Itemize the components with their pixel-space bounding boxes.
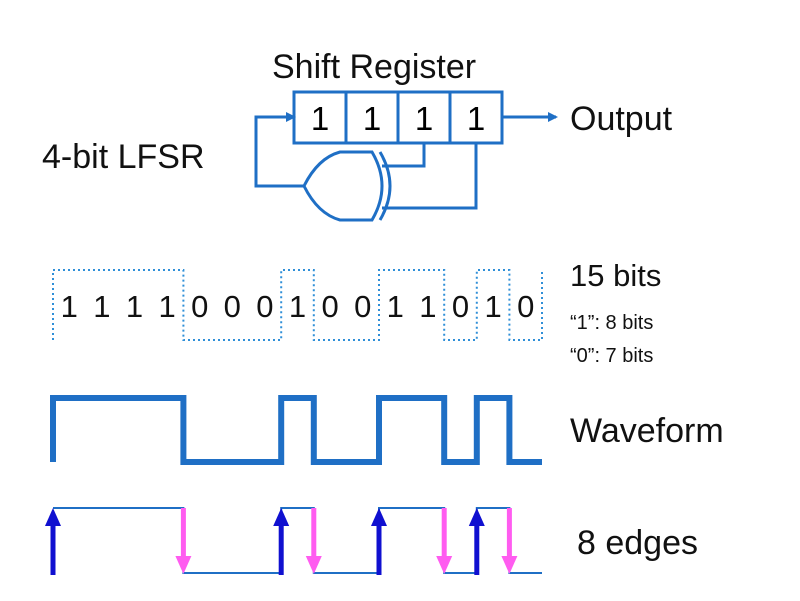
bit-value: 0 — [191, 289, 208, 324]
bit-value: 1 — [158, 289, 175, 324]
bit-value: 0 — [224, 289, 241, 324]
register-cell-0: 1 — [311, 100, 329, 137]
rising-edge-arrow-icon — [45, 508, 61, 575]
register-cell-1: 1 — [363, 100, 381, 137]
bit-value: 1 — [387, 289, 404, 324]
rising-edge-arrow-icon — [371, 508, 387, 575]
waveform-label: Waveform — [570, 412, 724, 450]
register-cell-3: 1 — [467, 100, 485, 137]
bit-value: 0 — [256, 289, 273, 324]
lfsr-label: 4-bit LFSR — [42, 138, 205, 176]
rising-edge-arrow-icon — [273, 508, 290, 575]
edge-arrows — [45, 508, 518, 575]
ones-count-label: “1”: 8 bits — [570, 312, 654, 334]
shift-register: 1 1 1 1 — [292, 90, 504, 145]
bit-value: 1 — [126, 289, 143, 324]
falling-edge-arrow-icon — [436, 508, 453, 574]
bit-value: 0 — [517, 289, 534, 324]
edge-trace — [53, 507, 542, 574]
bit-value: 1 — [289, 289, 306, 324]
xor-gate-icon — [302, 150, 392, 222]
bit-value: 0 — [354, 289, 371, 324]
bit-pattern-outline — [52, 269, 543, 341]
diagram-title: Shift Register — [272, 48, 477, 86]
bit-value: 0 — [452, 289, 469, 324]
falling-edge-arrow-icon — [501, 508, 518, 574]
bit-value: 1 — [484, 289, 501, 324]
bits-count-label: 15 bits — [570, 258, 662, 293]
bit-value: 1 — [93, 289, 110, 324]
edges-label: 8 edges — [577, 524, 698, 562]
bit-value: 0 — [321, 289, 338, 324]
falling-edge-arrow-icon — [175, 508, 192, 574]
bit-value: 1 — [61, 289, 78, 324]
zeros-count-label: “0”: 7 bits — [570, 345, 654, 367]
waveform-trace — [50, 395, 542, 465]
output-label: Output — [570, 100, 673, 138]
rising-edge-arrow-icon — [468, 508, 485, 575]
falling-edge-arrow-icon — [305, 508, 322, 574]
register-cell-2: 1 — [415, 100, 433, 137]
bit-value: 1 — [419, 289, 436, 324]
feedback-wiring — [254, 115, 478, 210]
